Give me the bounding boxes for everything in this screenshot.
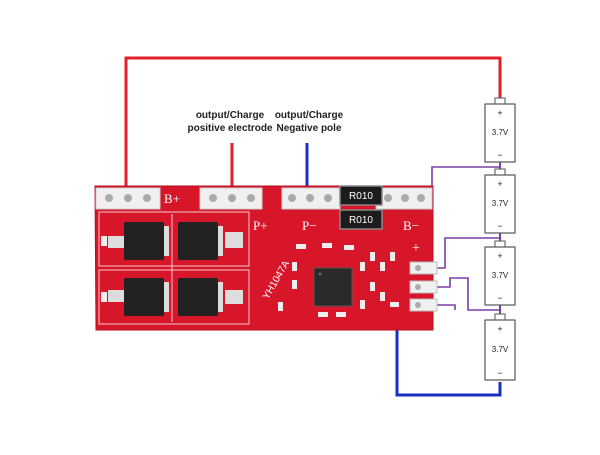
cell-plus-sign: +	[497, 251, 502, 261]
balance-wire-3	[437, 277, 500, 311]
pad-label-p-plus: P+	[253, 218, 268, 233]
cell-minus-sign: −	[497, 221, 502, 231]
pcb-board: B+ P+ P− B− + R010	[94, 185, 438, 331]
negative-output-label: output/Charge Negative pole	[270, 109, 348, 135]
battery-cell: + 3.7V −	[484, 168, 516, 234]
pad-label-b-minus: B−	[403, 218, 419, 233]
cell-voltage-label: 3.7V	[492, 345, 509, 354]
cell-voltage-label: 3.7V	[492, 199, 509, 208]
smd-components	[101, 236, 399, 317]
pad-label-b-plus: B+	[164, 191, 180, 206]
b-plus-pads	[95, 187, 161, 210]
balance-wire-2	[437, 237, 500, 269]
cell-minus-sign: −	[497, 150, 502, 160]
cell-minus-sign: −	[497, 368, 502, 378]
positive-output-label-line1: output/Charge	[195, 110, 265, 121]
shunt-resistor-1-label: R010	[349, 191, 373, 202]
p-minus-pads	[281, 187, 341, 210]
balance-wire-4	[437, 304, 456, 310]
b-minus-pads	[375, 187, 433, 210]
negative-output-label-line1: output/Charge	[274, 110, 344, 121]
battery-cell: + 3.7V −	[484, 97, 516, 163]
mosfet-3	[108, 278, 169, 316]
cell-voltage-label: 3.7V	[492, 128, 509, 137]
mosfet-area-bottom	[98, 269, 250, 325]
cell-minus-sign: −	[497, 293, 502, 303]
mosfet-2	[178, 222, 243, 260]
battery-cell: + 3.7V −	[484, 240, 516, 306]
shunt-resistor-1: R010	[339, 185, 383, 206]
shunt-resistor-2: R010	[339, 209, 383, 230]
positive-output-label: output/Charge positive electrode	[178, 109, 282, 135]
main-positive-wire	[124, 56, 502, 195]
pad-label-plus: +	[412, 241, 420, 256]
shunt-resistor-2-label: R010	[349, 215, 373, 226]
cell-plus-sign: +	[497, 179, 502, 189]
cell-plus-sign: +	[497, 324, 502, 334]
positive-output-label-line2: positive electrode	[187, 123, 273, 134]
pad-label-p-minus: P−	[302, 218, 317, 233]
balance-pads	[409, 261, 438, 312]
p-plus-pads	[199, 187, 263, 210]
battery-cell: + 3.7V −	[484, 313, 516, 381]
mosfet-4	[178, 278, 243, 316]
battery-stack: + 3.7V − + 3.7V − + 3.7V − + 3.7V −	[484, 97, 516, 381]
mosfet-area-top	[98, 211, 250, 267]
cell-voltage-label: 3.7V	[492, 271, 509, 280]
cell-plus-sign: +	[497, 108, 502, 118]
controller-ic	[313, 267, 353, 307]
mosfet-1	[108, 222, 169, 260]
negative-output-label-line2: Negative pole	[276, 123, 342, 134]
